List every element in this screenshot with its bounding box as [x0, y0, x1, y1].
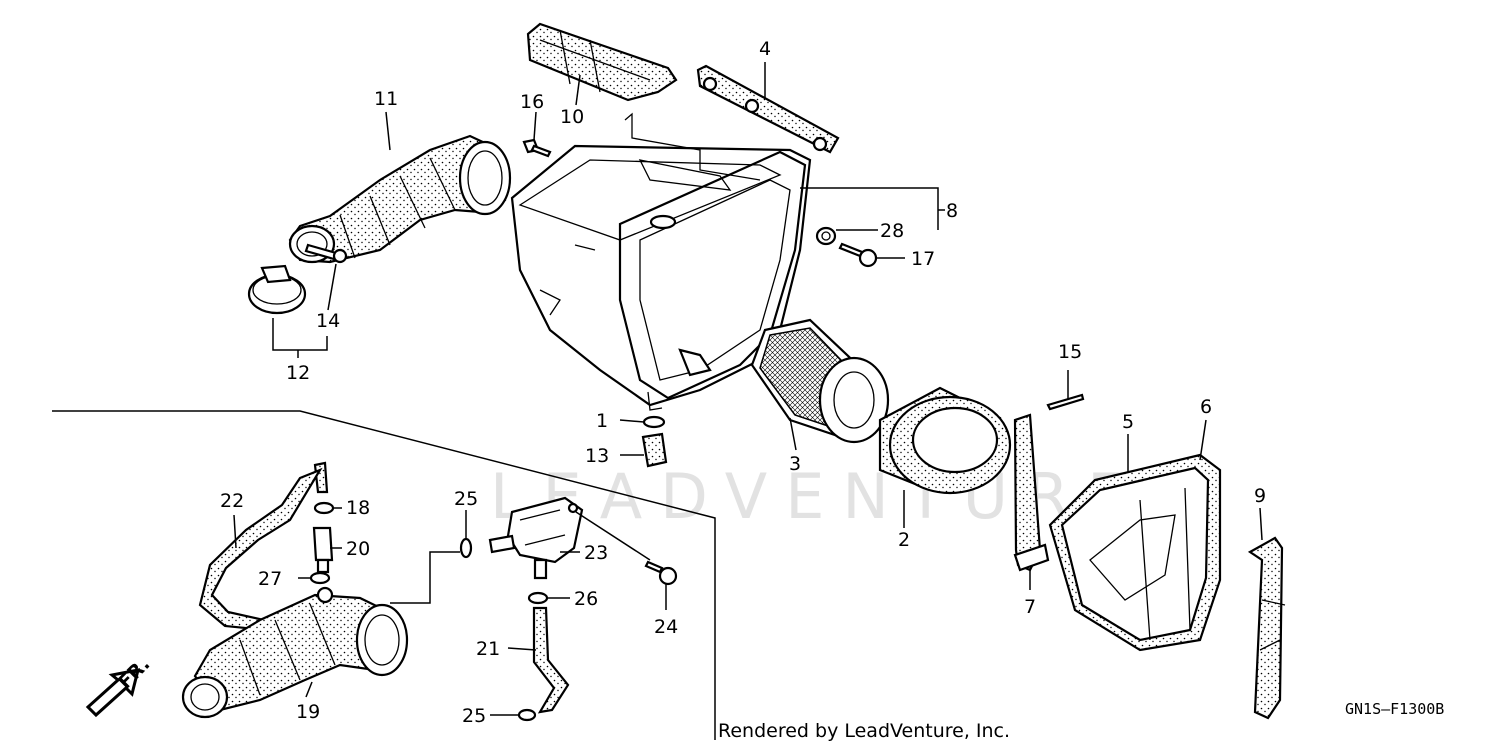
callout-8: 8 — [946, 200, 958, 222]
part-6-cover — [1048, 453, 1222, 652]
part-12-clamp — [247, 264, 307, 315]
part-1-clip — [642, 415, 666, 429]
part-26-clip — [527, 591, 549, 605]
part-23-canister — [488, 496, 584, 580]
part-19-duct — [181, 551, 460, 719]
callout-23: 23 — [584, 542, 608, 564]
callout-24: 24 — [654, 616, 678, 638]
callout-22: 22 — [220, 490, 244, 512]
callout-1: 1 — [596, 410, 608, 432]
callout-2: 2 — [898, 529, 910, 551]
callout-27: 27 — [258, 568, 282, 590]
callout-20: 20 — [346, 538, 370, 560]
callout-14: 14 — [316, 310, 340, 332]
callout-17: 17 — [911, 248, 935, 270]
callout-26: 26 — [574, 588, 598, 610]
part-18-clip — [313, 501, 335, 515]
part-25-clip-b — [517, 708, 537, 722]
part-25-clip-a — [459, 537, 473, 559]
part-17-bolt — [838, 242, 878, 268]
part-27-clip — [309, 571, 331, 585]
watermark: LEADVENTURE — [490, 460, 1144, 533]
callout-7: 7 — [1024, 596, 1036, 618]
part-20-fitting — [312, 526, 334, 574]
callout-5: 5 — [1122, 411, 1134, 433]
part-13-plug — [641, 432, 668, 468]
part-15-pin — [1046, 393, 1085, 411]
part-16-bolt — [522, 138, 552, 158]
callout-6: 6 — [1200, 396, 1212, 418]
part-10-pad — [526, 22, 678, 102]
part-9-strap — [1247, 536, 1286, 720]
callout-25a: 25 — [454, 488, 478, 510]
diagram-ref: GN1S–F1300B — [1345, 700, 1444, 718]
callout-4: 4 — [759, 38, 771, 60]
callout-15: 15 — [1058, 341, 1082, 363]
callout-16: 16 — [520, 91, 544, 113]
part-3-element — [750, 318, 890, 444]
callout-10: 10 — [560, 106, 584, 128]
callout-21: 21 — [476, 638, 500, 660]
callout-12: 12 — [286, 362, 310, 384]
part-11-duct — [288, 134, 512, 264]
credit-text: Rendered by LeadVenture, Inc. — [718, 720, 1010, 742]
callout-18: 18 — [346, 497, 370, 519]
part-14-screw — [304, 243, 348, 264]
callout-9: 9 — [1254, 485, 1266, 507]
part-7-strap — [1013, 413, 1050, 572]
section-divider — [52, 410, 716, 740]
callout-11: 11 — [374, 88, 398, 110]
part-21-hose — [532, 606, 570, 714]
callout-25b: 25 — [462, 705, 486, 727]
part-24-bolt — [644, 560, 678, 586]
air-box — [510, 112, 812, 411]
part-4-bracket — [696, 64, 840, 154]
part-2-foam — [878, 386, 1012, 495]
callout-13: 13 — [585, 445, 609, 467]
front-arrow — [85, 668, 141, 718]
callout-28: 28 — [880, 220, 904, 242]
part-28-grommet — [815, 226, 837, 246]
callout-3: 3 — [789, 453, 801, 475]
leader-lines — [233, 62, 1263, 716]
callout-19: 19 — [296, 701, 320, 723]
